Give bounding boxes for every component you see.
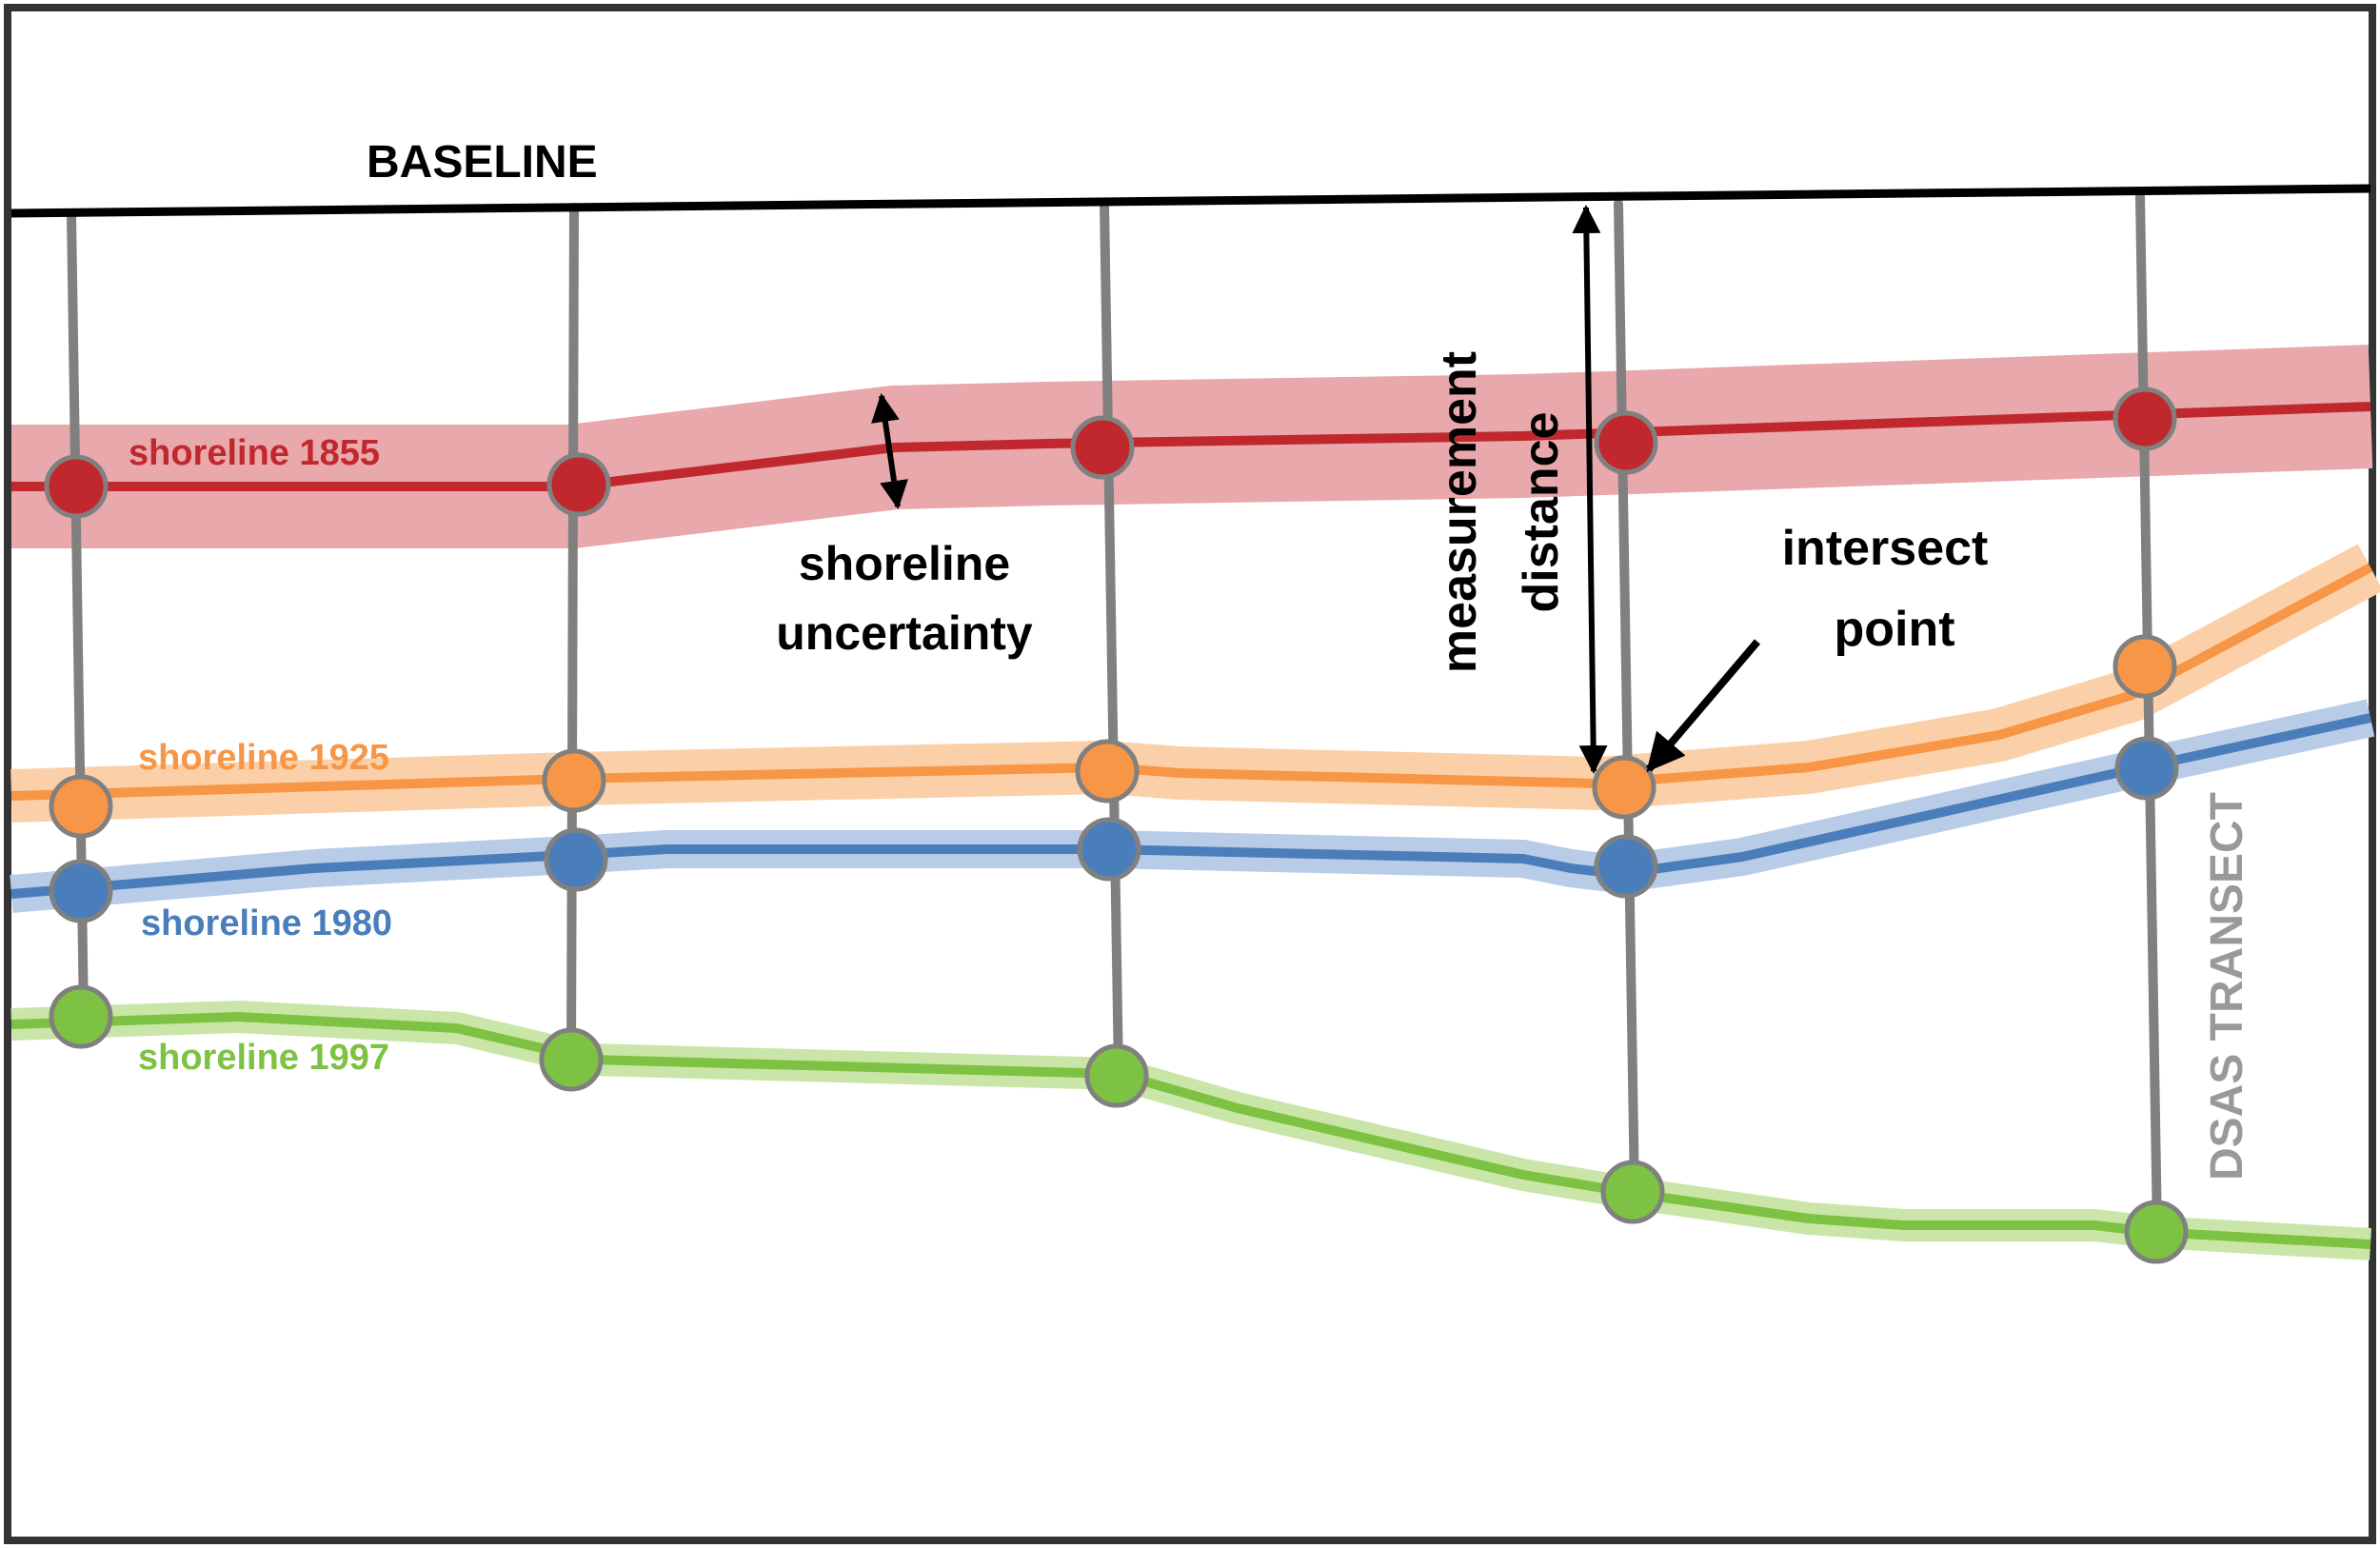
measurement-arrow-icon (1572, 205, 1608, 774)
intersect-points (44, 387, 2189, 1264)
baseline-label: BASELINE (367, 137, 598, 188)
intersect-point (2124, 1200, 2189, 1264)
shoreline-1925-label: shoreline 1925 (138, 738, 389, 778)
intersect-point (1077, 817, 1141, 882)
intersect-point (542, 748, 606, 813)
pointer-arrow-icon (1645, 639, 1761, 773)
intersect-label-line1: intersect (1782, 521, 1989, 576)
intersect-point (49, 774, 113, 839)
transect-3 (1100, 199, 1123, 1079)
measurement-label-group: measurement distance (1432, 351, 1569, 673)
transect-label-group: DSAS TRANSECT (2202, 792, 2252, 1181)
intersect-point (1075, 739, 1140, 804)
intersect-point (539, 1027, 604, 1092)
intersect-point (49, 859, 113, 923)
intersect-point (1600, 1160, 1665, 1224)
dsas-transect-label: DSAS TRANSECT (2202, 792, 2252, 1181)
transect-4 (1614, 199, 1639, 1199)
intersect-point (2114, 736, 2179, 801)
intersect-label-line2: point (1834, 602, 1954, 657)
measurement-label-line2: distance (1514, 412, 1569, 613)
intersect-point (1070, 415, 1135, 480)
intersect-point (546, 452, 611, 517)
shoreline-1997-label: shoreline 1997 (138, 1038, 389, 1078)
double-headed-arrow-icon (871, 393, 908, 509)
intersect-point (544, 827, 608, 892)
transect-2 (566, 203, 579, 1064)
intersect-point (1084, 1043, 1149, 1108)
intersect-point (1594, 834, 1658, 899)
measurement-label-line1: measurement (1432, 351, 1487, 673)
uncertainty-label-line1: shoreline (799, 537, 1010, 590)
intersect-point (1594, 410, 1658, 475)
transect-5 (2135, 191, 2162, 1237)
intersect-point (2112, 387, 2177, 451)
baseline-line (10, 184, 2371, 218)
uncertainty-label-line2: uncertainty (776, 606, 1033, 660)
intersect-point (49, 984, 113, 1049)
intersect-point (2112, 634, 2177, 699)
shoreline-1980-line (10, 713, 2372, 899)
shoreline-1855-label: shoreline 1855 (129, 433, 380, 473)
shoreline-1855-line (11, 402, 2371, 491)
shoreline-1980-label: shoreline 1980 (141, 903, 392, 943)
intersect-point (44, 454, 109, 519)
intersect-point (1592, 755, 1656, 820)
shoreline-1997-line (10, 1012, 2371, 1249)
